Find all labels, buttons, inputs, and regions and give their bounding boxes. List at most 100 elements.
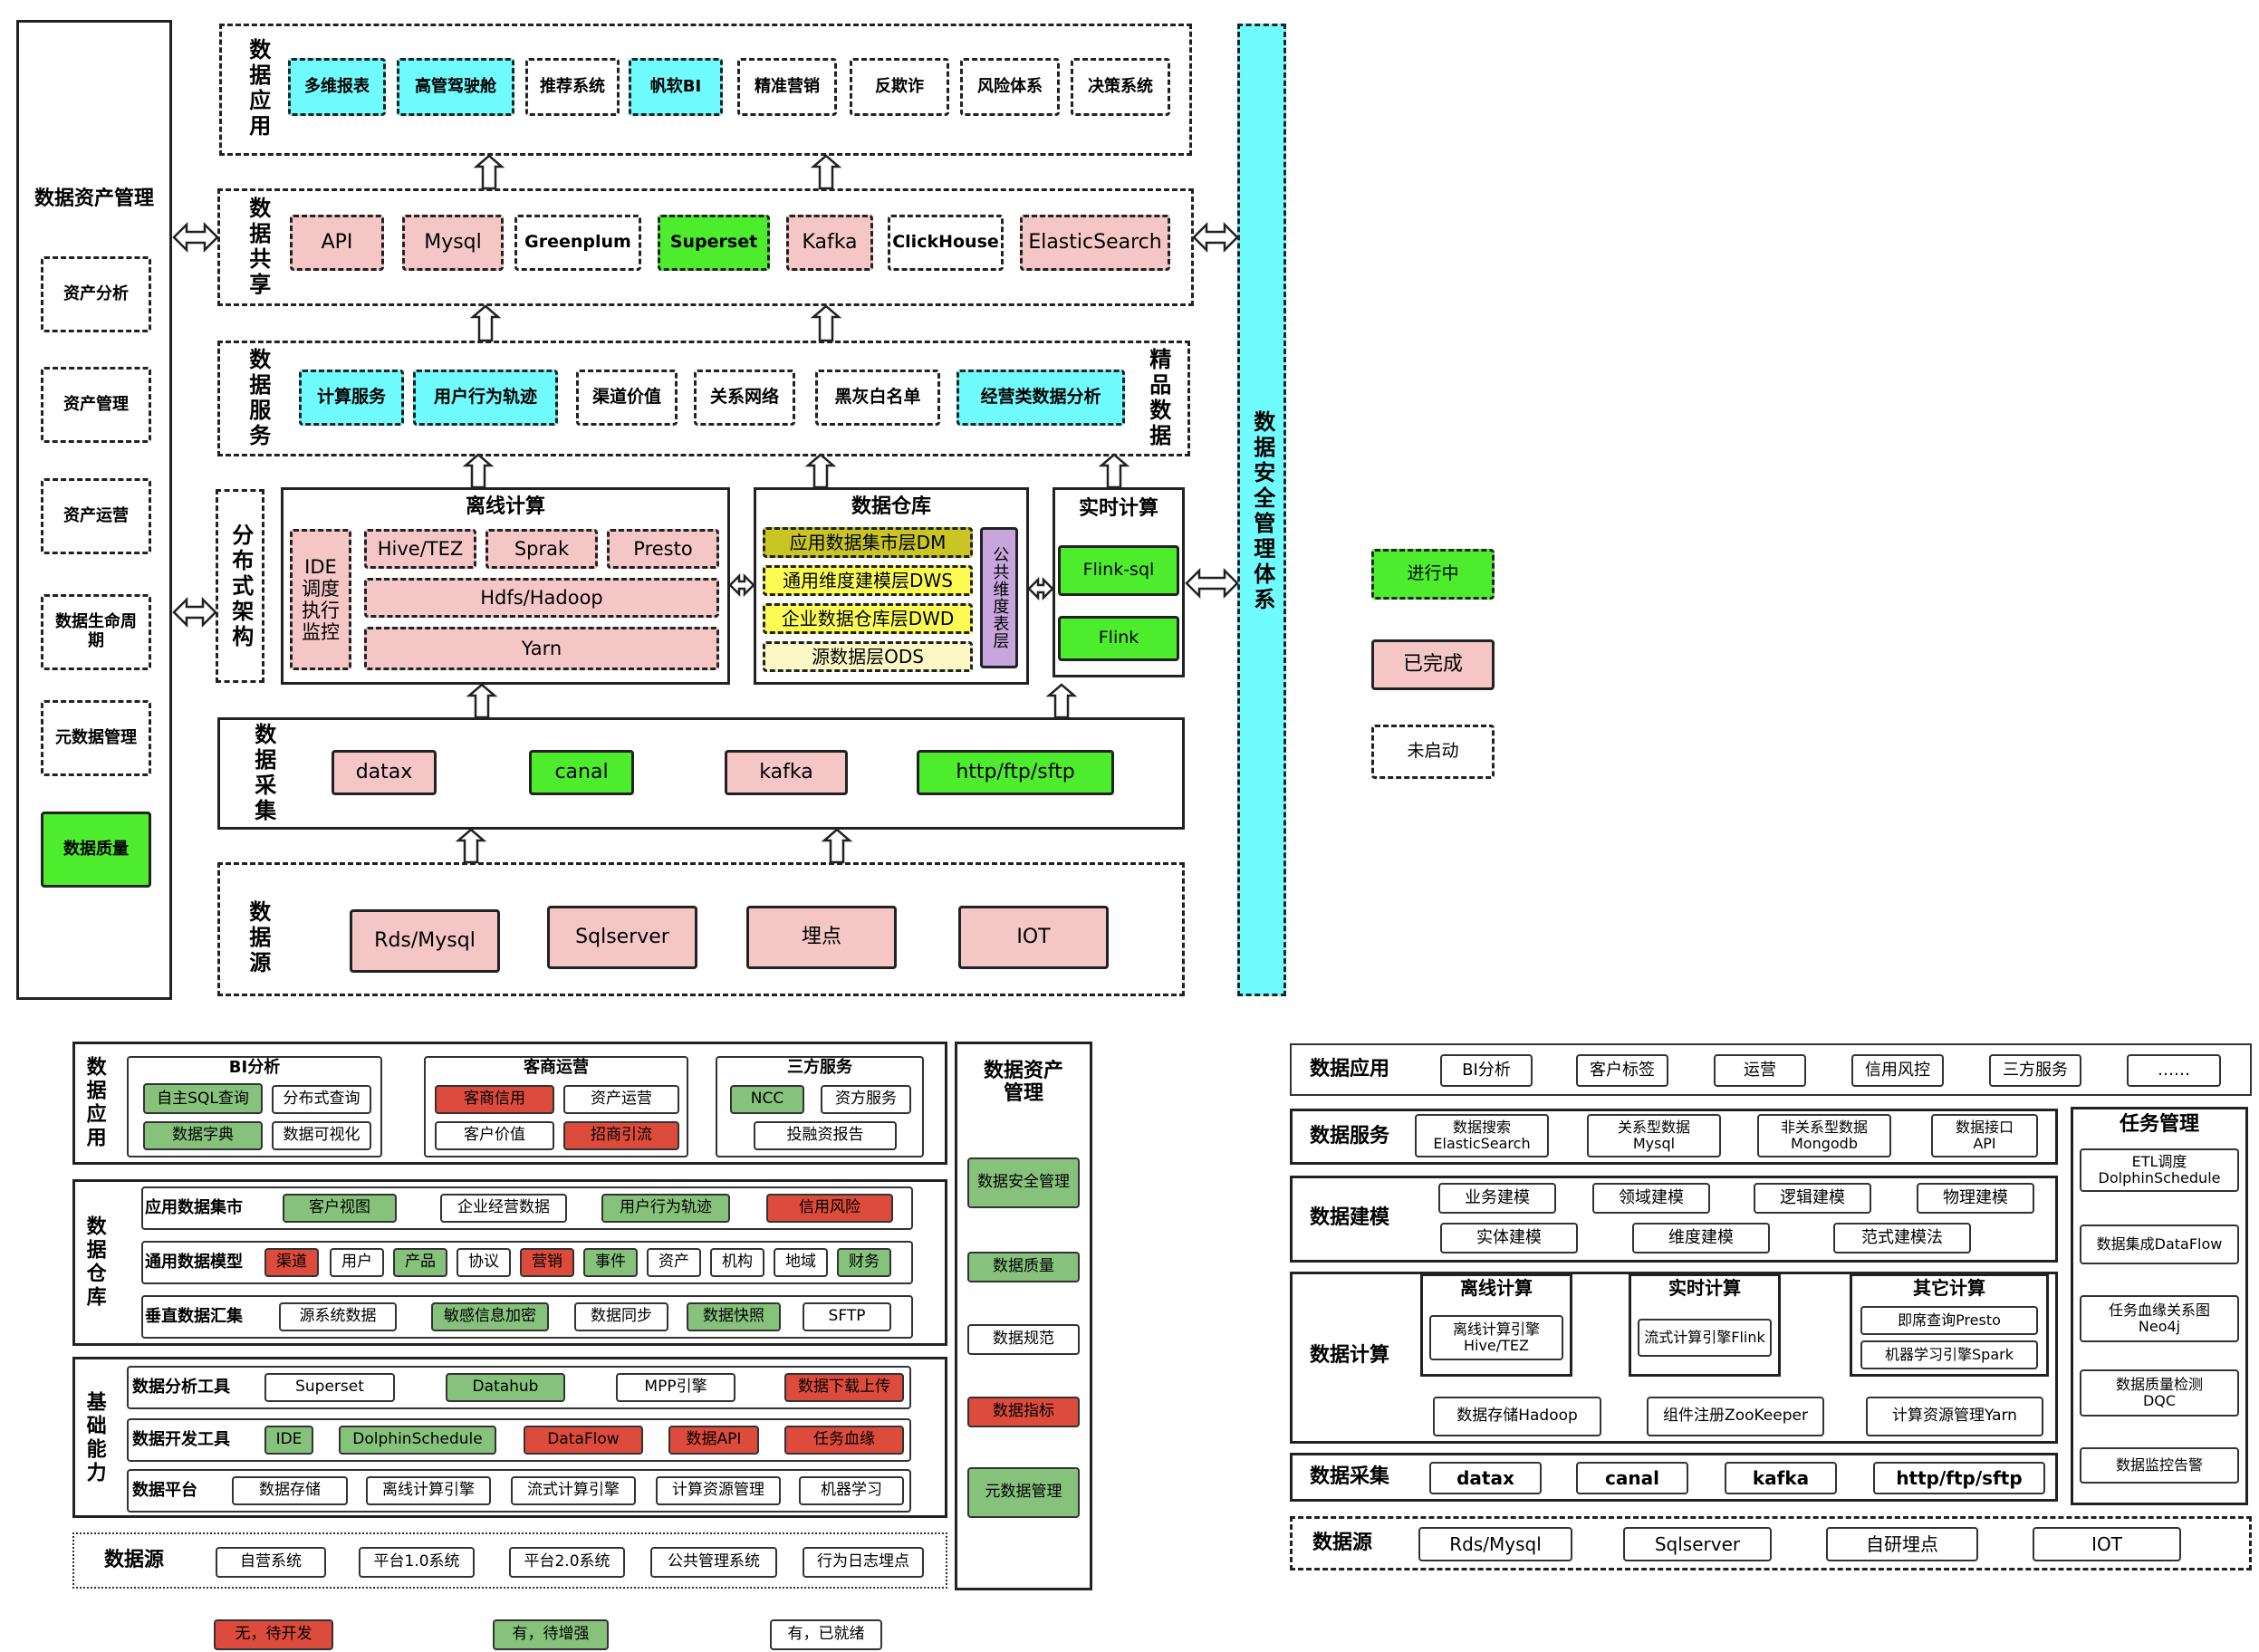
service-item-4: 黑灰白名单 (815, 370, 940, 426)
bl-base-label: 基础能力 (82, 1391, 106, 1485)
bl-dw-model-6: 资产 (647, 1248, 701, 1277)
bl-base-row-2-title: 数据平台 (132, 1480, 197, 1500)
br-collect-label: 数据采集 (1309, 1465, 1389, 1489)
bl-dw-mart-3: 信用风险 (766, 1194, 893, 1223)
br-service-label: 数据服务 (1309, 1125, 1389, 1148)
collect-layer (217, 717, 1185, 830)
bl-dw-model-2: 产品 (393, 1248, 447, 1277)
bl-dw-vert-2: 数据同步 (574, 1302, 668, 1331)
br-model-2: 逻辑建模 (1754, 1183, 1871, 1214)
bl-dw-model-0: 渠道 (264, 1248, 319, 1277)
bl-ops-item-1: 资产运营 (563, 1085, 679, 1114)
bl-base-plat-2: 流式计算引擎 (511, 1476, 636, 1505)
bl-dw-vert-0: 源系统数据 (279, 1302, 397, 1331)
br-collect-layer (1290, 1453, 2058, 1502)
br-service-3: 数据接口 API (1931, 1114, 2038, 1157)
security-bar (1237, 24, 1286, 996)
metadata-mgmt: 元数据管理 (41, 700, 151, 776)
asset-mgmt-panel (16, 20, 172, 1000)
bl-legend-1: 有，待增强 (493, 1619, 609, 1650)
bl-dw-model-7: 机构 (710, 1248, 764, 1277)
bl-source-layer (72, 1532, 947, 1589)
bl-dw-row-1-title: 通用数据模型 (145, 1252, 243, 1272)
bl-asset-1: 数据质量 (967, 1252, 1080, 1282)
double-arrow (1185, 567, 1239, 600)
security-label: 数据安全管理体系 (1249, 410, 1275, 613)
legend-in-progress: 进行中 (1371, 549, 1495, 600)
br-realtime-box (1629, 1273, 1781, 1377)
bl-asset-0: 数据安全管理 (967, 1157, 1080, 1208)
yarn: Yarn (364, 627, 719, 670)
bl-base-dev-3: 数据API (668, 1426, 759, 1455)
bl-dw-model-3: 协议 (457, 1248, 511, 1277)
bl-base-anal-2: MPP引擎 (616, 1373, 735, 1402)
bl-ops-item-3: 招商引流 (563, 1121, 679, 1150)
app-layer (219, 24, 1192, 156)
br-model-1: 领域建模 (1592, 1183, 1710, 1214)
br-other-box (1850, 1273, 2049, 1377)
br-app-2: 运营 (1714, 1054, 1806, 1087)
share-item-0: API (290, 215, 384, 271)
up-arrow (473, 154, 505, 190)
br-app-5: …… (2127, 1054, 2221, 1087)
br-service-2: 非关系型数据 Mongodb (1757, 1114, 1891, 1157)
bl-dw-row-0-title: 应用数据集市 (145, 1197, 243, 1217)
br-realtime-title: 实时计算 (1668, 1276, 1741, 1299)
bl-base-anal-3: 数据下载上传 (784, 1373, 904, 1402)
bl-dw-model-4: 营销 (520, 1248, 574, 1277)
offline-compute-title: 离线计算 (465, 495, 545, 519)
app-item-0: 多维报表 (288, 58, 386, 116)
up-arrow (821, 828, 853, 864)
share-layer (217, 188, 1194, 306)
share-item-1: Mysql (402, 215, 504, 271)
engine-presto: Presto (607, 529, 719, 569)
asset-manage: 资产管理 (41, 367, 151, 443)
double-arrow (172, 596, 217, 629)
data-lifecycle: 数据生命周期 (41, 594, 151, 670)
br-task-2: 任务血缘关系图 Neo4j (2080, 1295, 2239, 1342)
public-dim-table (980, 527, 1018, 668)
bl-third-item-1: 资方服务 (821, 1085, 911, 1114)
br-collect-1: canal (1576, 1462, 1688, 1494)
ide-monitor (290, 529, 351, 670)
br-service-layer (1290, 1109, 2058, 1165)
bl-base-plat-1: 离线计算引擎 (366, 1476, 491, 1505)
bl-bi-item-1: 分布式查询 (272, 1085, 371, 1114)
bl-bi-item-2: 数据字典 (143, 1121, 263, 1150)
bl-ops-title: 客商运营 (524, 1057, 589, 1077)
bl-base-row-1 (127, 1418, 911, 1462)
bl-asset-title: 数据资产管理 (983, 1059, 1063, 1105)
bl-base-dev-2: DataFlow (524, 1426, 643, 1455)
br-service-1: 关系型数据 Mysql (1587, 1114, 1721, 1157)
bl-dw-mart-0: 客户视图 (283, 1194, 397, 1223)
share-item-5: ClickHouse (888, 215, 1004, 271)
source-rds: Rds/Mysql (350, 909, 500, 973)
bl-dw-mart-1: 企业经营数据 (440, 1194, 567, 1223)
br-model-6: 范式建模法 (1833, 1223, 1971, 1253)
warehouse-title: 数据仓库 (851, 495, 931, 519)
collect-kafka: kafka (725, 750, 848, 795)
br-task-title: 任务管理 (2119, 1113, 2199, 1137)
app-item-4: 精准营销 (737, 58, 837, 116)
share-item-4: Kafka (786, 215, 873, 271)
double-arrow (1192, 221, 1239, 254)
legend-not-started: 未启动 (1371, 725, 1495, 779)
br-other-1: 机器学习引擎Spark (1860, 1340, 2038, 1369)
collect-datax: datax (332, 750, 437, 795)
public-dim-label: 公共维度表层 (990, 546, 1010, 649)
app-item-3: 帆软BI (629, 58, 723, 116)
br-model-4: 实体建模 (1440, 1223, 1578, 1253)
bl-dw-vert-4: SFTP (803, 1302, 891, 1331)
service-item-2: 渠道价值 (576, 370, 678, 426)
double-arrow (1027, 576, 1054, 601)
app-item-7: 决策系统 (1071, 58, 1170, 116)
bl-ops-item-0: 客商信用 (435, 1085, 554, 1114)
up-arrow (810, 304, 842, 342)
distributed-box (216, 489, 264, 683)
realtime-title: 实时计算 (1078, 497, 1158, 521)
br-modeling-label: 数据建模 (1309, 1206, 1389, 1230)
bl-third-title: 三方服务 (787, 1057, 852, 1077)
bl-asset-2: 数据规范 (967, 1324, 1080, 1355)
